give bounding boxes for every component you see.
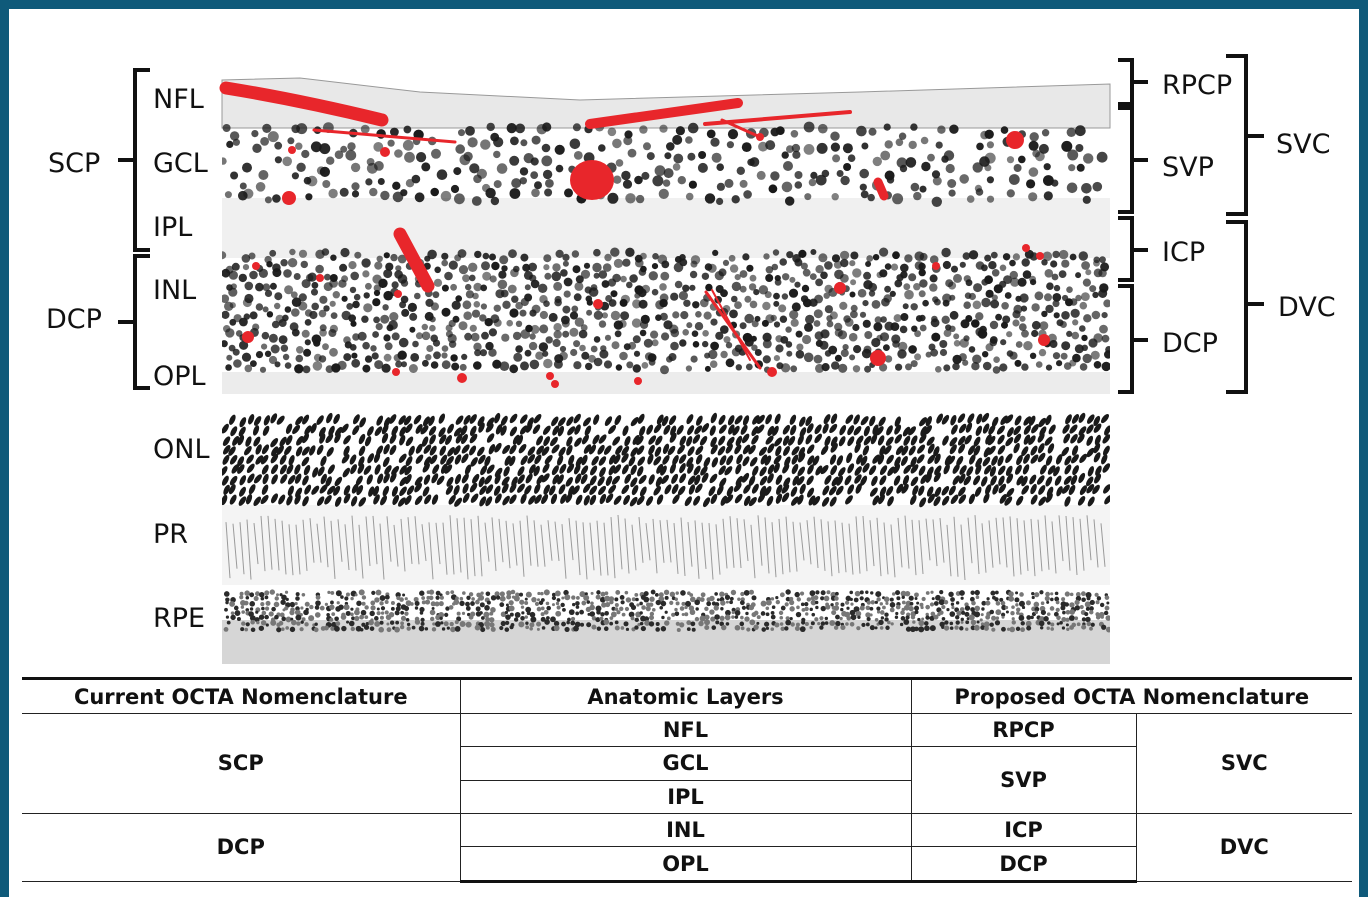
cell-complex-dvc: DVC	[1136, 813, 1352, 881]
table-row: SCP NFL RPCP SVC	[22, 714, 1352, 747]
bracket-scp	[135, 70, 150, 250]
header-anatomic: Anatomic Layers	[460, 679, 911, 714]
label-nfl: NFL	[153, 84, 204, 115]
right-plexus-labels: RPCP SVP ICP DCP SVC DVC	[1162, 70, 1336, 359]
label-svp: SVP	[1162, 152, 1214, 183]
label-svc: SVC	[1276, 129, 1330, 160]
left-brackets	[118, 70, 150, 388]
label-rpcp: RPCP	[1162, 70, 1232, 101]
cell-anatomic-ipl: IPL	[460, 780, 911, 813]
nomenclature-table: Current OCTA Nomenclature Anatomic Layer…	[22, 677, 1352, 883]
cell-anatomic-gcl: GCL	[460, 747, 911, 780]
vessel-blob-large	[570, 160, 614, 200]
vessel-gcl-1	[878, 182, 884, 196]
bracket-dcp-left	[135, 256, 150, 388]
label-onl: ONL	[153, 434, 210, 465]
bracket-rpcp	[1118, 60, 1132, 104]
label-gcl: GCL	[153, 148, 208, 179]
label-icp: ICP	[1162, 237, 1205, 268]
label-scp: SCP	[48, 148, 100, 179]
label-inl: INL	[153, 275, 196, 306]
cell-anatomic-opl: OPL	[460, 847, 911, 882]
cell-proposed-rpcp: RPCP	[911, 714, 1136, 747]
cell-proposed-icp: ICP	[911, 813, 1136, 846]
bracket-svp	[1118, 108, 1132, 212]
left-plexus-labels: SCP DCP	[46, 148, 102, 335]
header-proposed: Proposed OCTA Nomenclature	[911, 679, 1352, 714]
cell-current-scp: SCP	[22, 714, 460, 814]
cell-proposed-dcp: DCP	[911, 847, 1136, 882]
label-rpe: RPE	[153, 603, 205, 634]
label-dcp-left: DCP	[46, 304, 102, 335]
header-current: Current OCTA Nomenclature	[22, 679, 460, 714]
bracket-dcp-right	[1118, 286, 1132, 392]
opl-band	[222, 372, 1110, 394]
cell-anatomic-nfl: NFL	[460, 714, 911, 747]
label-dcp-right: DCP	[1162, 328, 1218, 359]
cell-current-dcp: DCP	[22, 813, 460, 881]
label-ipl: IPL	[153, 212, 192, 243]
bracket-dvc	[1226, 222, 1246, 392]
cell-anatomic-inl: INL	[460, 813, 911, 846]
ipl-band	[222, 198, 1110, 258]
retina-histology-figure: NFL GCL IPL INL OPL ONL PR RPE SCP DCP R…	[0, 0, 1368, 680]
left-anatomic-labels: NFL GCL IPL INL OPL ONL PR RPE	[153, 84, 210, 634]
label-opl: OPL	[153, 361, 206, 392]
cell-complex-svc: SVC	[1136, 714, 1352, 814]
table-header-row: Current OCTA Nomenclature Anatomic Layer…	[22, 679, 1352, 714]
table-row: DCP INL ICP DVC	[22, 813, 1352, 846]
label-pr: PR	[153, 519, 188, 550]
bracket-icp	[1118, 218, 1132, 280]
cell-proposed-svp: SVP	[911, 747, 1136, 814]
label-dvc: DVC	[1278, 292, 1336, 323]
